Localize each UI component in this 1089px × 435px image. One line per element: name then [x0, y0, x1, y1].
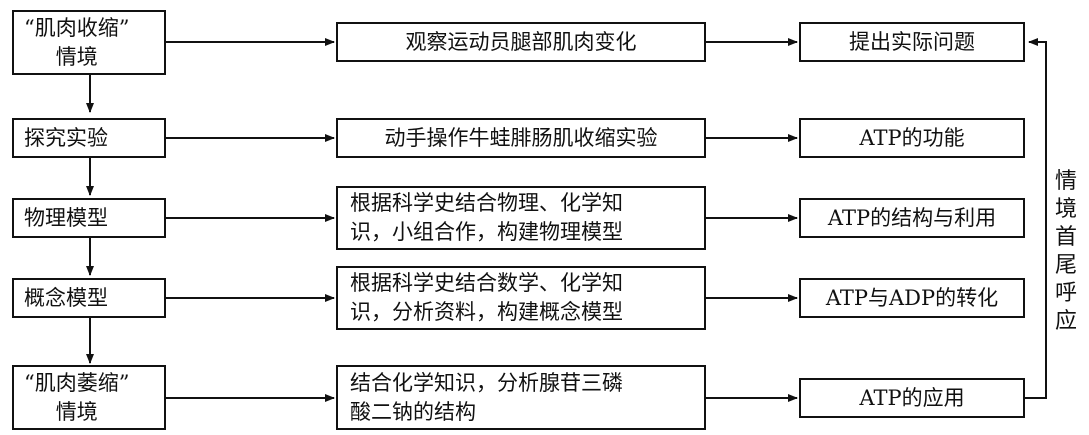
right-box-1: 提出实际问题 [799, 22, 1025, 62]
left-box-1-line1: “肌肉收缩” [24, 15, 130, 40]
middle-box-5-line1: 结合化学知识，分析腺苷三磷 [350, 370, 623, 395]
left-box-1-line2: 情境 [55, 44, 98, 69]
left-box-3-label: 物理模型 [24, 205, 108, 230]
middle-box-4: 根据科学史结合数学、化学知 识，分析资料，构建概念模型 [336, 266, 706, 330]
middle-box-5: 结合化学知识，分析腺苷三磷 酸二钠的结构 [336, 365, 706, 430]
middle-box-1-label: 观察运动员腿部肌肉变化 [405, 29, 637, 54]
left-box-4-label: 概念模型 [24, 285, 108, 310]
right-box-3: ATP的结构与利用 [799, 198, 1025, 238]
right-box-3-label: ATP的结构与利用 [827, 205, 997, 230]
middle-box-3: 根据科学史结合物理、化学知 识，小组合作，构建物理模型 [336, 186, 706, 250]
left-box-3: 物理模型 [12, 198, 166, 238]
left-box-2: 探究实验 [12, 118, 166, 158]
right-box-2-label: ATP的功能 [859, 125, 965, 150]
middle-box-2: 动手操作牛蛙腓肠肌收缩实验 [336, 118, 706, 158]
left-box-1: “肌肉收缩” 情境 [12, 10, 166, 75]
left-box-5-line1: “肌肉萎缩” [24, 370, 130, 395]
side-label-char: 首 [1054, 225, 1077, 250]
middle-box-2-label: 动手操作牛蛙腓肠肌收缩实验 [384, 125, 658, 150]
right-box-4: ATP与ADP的转化 [799, 278, 1025, 318]
loop-arrow [1025, 38, 1047, 399]
side-label-char: 呼 [1054, 281, 1077, 306]
middle-box-3-line1: 根据科学史结合物理、化学知 [350, 191, 623, 215]
right-box-2: ATP的功能 [799, 118, 1025, 158]
left-box-2-label: 探究实验 [24, 125, 108, 150]
middle-box-3-line2: 识，小组合作，构建物理模型 [350, 220, 623, 244]
middle-box-4-line2: 识，分析资料，构建概念模型 [350, 300, 623, 324]
side-label-char: 境 [1054, 197, 1077, 222]
left-box-4: 概念模型 [12, 278, 166, 318]
left-box-5: “肌肉萎缩” 情境 [12, 365, 166, 430]
side-label: 情 境 首 尾 呼 应 [1052, 168, 1080, 336]
side-label-char: 应 [1054, 309, 1077, 334]
side-label-char: 情 [1054, 169, 1077, 194]
middle-box-5-line2: 酸二钠的结构 [350, 399, 476, 424]
left-box-5-line2: 情境 [55, 399, 98, 424]
middle-box-1: 观察运动员腿部肌肉变化 [336, 22, 706, 62]
side-label-char: 尾 [1054, 253, 1077, 278]
right-box-5: ATP的应用 [799, 378, 1025, 418]
right-box-5-label: ATP的应用 [859, 385, 965, 410]
right-box-4-label: ATP与ADP的转化 [825, 285, 999, 310]
middle-box-4-line1: 根据科学史结合数学、化学知 [350, 271, 623, 295]
right-box-1-label: 提出实际问题 [849, 29, 975, 54]
